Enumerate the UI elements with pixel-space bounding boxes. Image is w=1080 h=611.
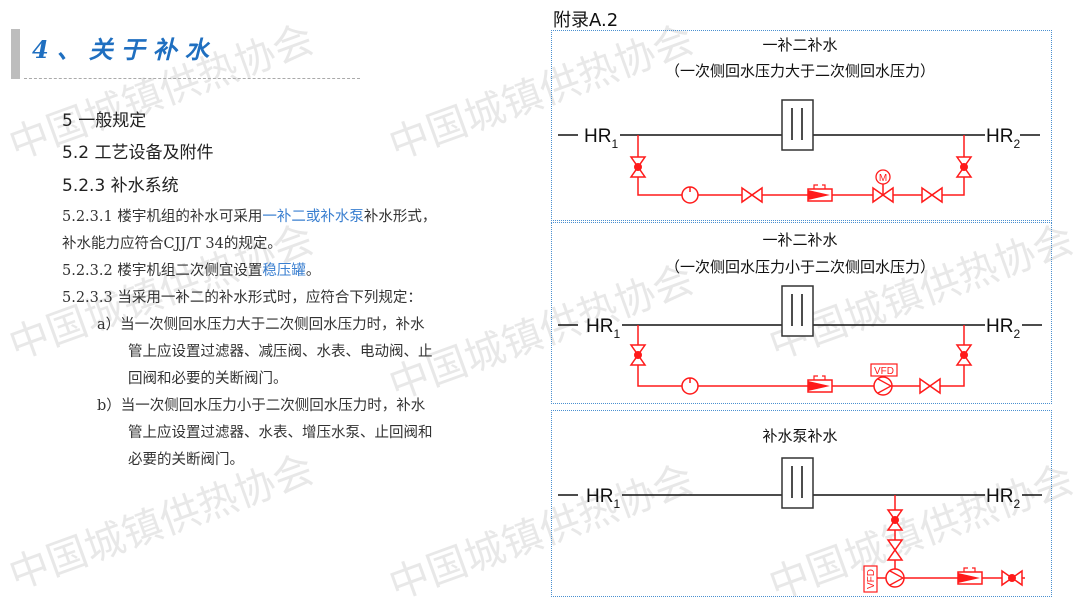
heading-5-2-3: 5.2.3 补水系统 bbox=[62, 176, 179, 196]
clause-5-2-3-1: 5.2.3.1 楼宇机组的补水可采用一补二或补水泵补水形式， bbox=[62, 205, 436, 226]
panel-3-title: 补水泵补水 bbox=[762, 427, 837, 445]
text: 5.2.3.1 楼宇机组的补水可采用 bbox=[62, 209, 263, 225]
diagram-panel-1 bbox=[551, 30, 1052, 221]
panel-2-title: 一补二补水 bbox=[762, 231, 837, 249]
text: 5.2.3.2 楼宇机组二次侧宜设置 bbox=[62, 263, 263, 279]
panel-1-schematic bbox=[558, 99, 1040, 204]
item-a-line2: 管上应设置过滤器、减压阀、水表、电动阀、止 bbox=[128, 344, 433, 360]
motor-label: M bbox=[879, 173, 887, 184]
highlight-text: 稳压罐 bbox=[262, 263, 306, 279]
diagram-panel-3 bbox=[551, 410, 1052, 597]
title-accent-bar bbox=[11, 29, 20, 79]
highlight-text: 一补二或补水泵 bbox=[262, 209, 364, 225]
vfd-label: VFD bbox=[874, 366, 894, 377]
hr2-label: HR2 bbox=[986, 486, 1020, 511]
panel-1-subtitle: （一次侧回水压力大于二次侧回水压力） bbox=[665, 62, 935, 80]
hr2-label: HR2 bbox=[986, 126, 1020, 151]
title-divider bbox=[24, 78, 360, 79]
page-title: 4、关于补水 bbox=[32, 35, 217, 64]
item-b-line2: 管上应设置过滤器、水表、增压水泵、止回阀和 bbox=[128, 425, 433, 441]
item-a-line3: 回阀和必要的关断阀门。 bbox=[128, 371, 288, 387]
item-b-line1: b）当一次侧回水压力小于二次侧回水压力时，补水 bbox=[97, 398, 426, 414]
hr1-label: HR1 bbox=[586, 316, 620, 341]
panel-3-schematic bbox=[558, 457, 1042, 593]
panel-2-schematic bbox=[558, 285, 1042, 396]
clause-5-2-3-2: 5.2.3.2 楼宇机组二次侧宜设置稳压罐。 bbox=[62, 259, 320, 280]
item-b-line3: 必要的关断阀门。 bbox=[128, 452, 244, 468]
clause-5-2-3-3: 5.2.3.3 当采用一补二的补水形式时，应符合下列规定： bbox=[62, 290, 422, 306]
diagram-panel-2 bbox=[551, 222, 1052, 404]
clause-5-2-3-1-cont: 补水能力应符合CJJ/T 34的规定。 bbox=[62, 236, 282, 252]
appendix-label: 附录A.2 bbox=[553, 10, 619, 31]
panel-1-title: 一补二补水 bbox=[762, 36, 837, 54]
text: 补水形式， bbox=[363, 209, 437, 225]
hr2-label: HR2 bbox=[986, 316, 1020, 341]
heading-5-2: 5.2 工艺设备及附件 bbox=[62, 143, 214, 163]
panel-2-subtitle: （一次侧回水压力小于二次侧回水压力） bbox=[665, 258, 935, 276]
hr1-label: HR1 bbox=[584, 126, 618, 151]
vfd-label: VFD bbox=[866, 569, 877, 589]
heading-5: 5 一般规定 bbox=[62, 111, 147, 131]
item-a-line1: a）当一次侧回水压力大于二次侧回水压力时，补水 bbox=[97, 317, 425, 333]
hr1-label: HR1 bbox=[586, 486, 620, 511]
text: 。 bbox=[305, 263, 321, 279]
